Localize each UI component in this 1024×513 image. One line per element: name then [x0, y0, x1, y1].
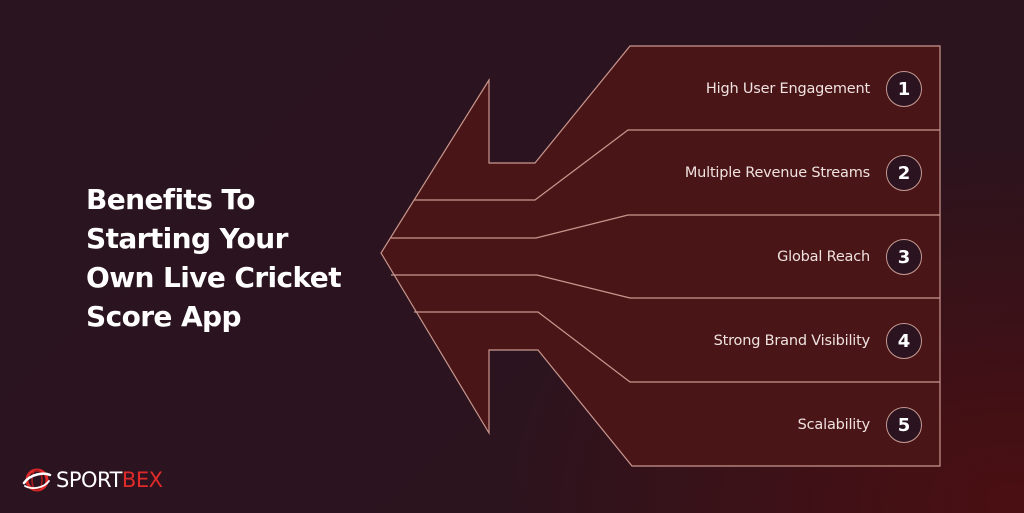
benefit-item-5: Scalability 5	[798, 405, 922, 445]
benefit-label: Multiple Revenue Streams	[684, 165, 870, 181]
arrow-shape	[380, 45, 941, 467]
logo-text-sport: SPORT	[56, 468, 122, 492]
title-line: Starting Your	[86, 222, 288, 255]
globe-swoosh-icon	[22, 468, 52, 492]
number-badge: 4	[886, 323, 922, 359]
benefit-item-3: Global Reach 3	[777, 237, 922, 277]
benefit-item-1: High User Engagement 1	[706, 69, 922, 109]
benefit-label: Global Reach	[777, 249, 870, 265]
logo-wordmark: SPORTBEX	[56, 468, 163, 492]
number-badge: 3	[886, 239, 922, 275]
number-badge: 1	[886, 71, 922, 107]
sportbex-logo: SPORTBEX	[22, 466, 163, 494]
benefit-label: Scalability	[797, 417, 871, 433]
title-line: Benefits To	[86, 183, 255, 216]
benefit-label: High User Engagement	[705, 81, 870, 97]
band-dividers	[391, 129, 940, 383]
title-line: Own Live Cricket	[86, 261, 342, 294]
number-badge: 5	[886, 407, 922, 443]
title-line: Score App	[86, 300, 242, 333]
benefit-item-4: Strong Brand Visibility 4	[714, 321, 922, 361]
number-badge: 2	[886, 155, 922, 191]
page-title: Benefits To Starting Your Own Live Crick…	[86, 180, 386, 336]
benefit-label: Strong Brand Visibility	[713, 333, 871, 349]
benefit-item-2: Multiple Revenue Streams 2	[685, 153, 922, 193]
logo-text-bex: BEX	[121, 468, 163, 492]
